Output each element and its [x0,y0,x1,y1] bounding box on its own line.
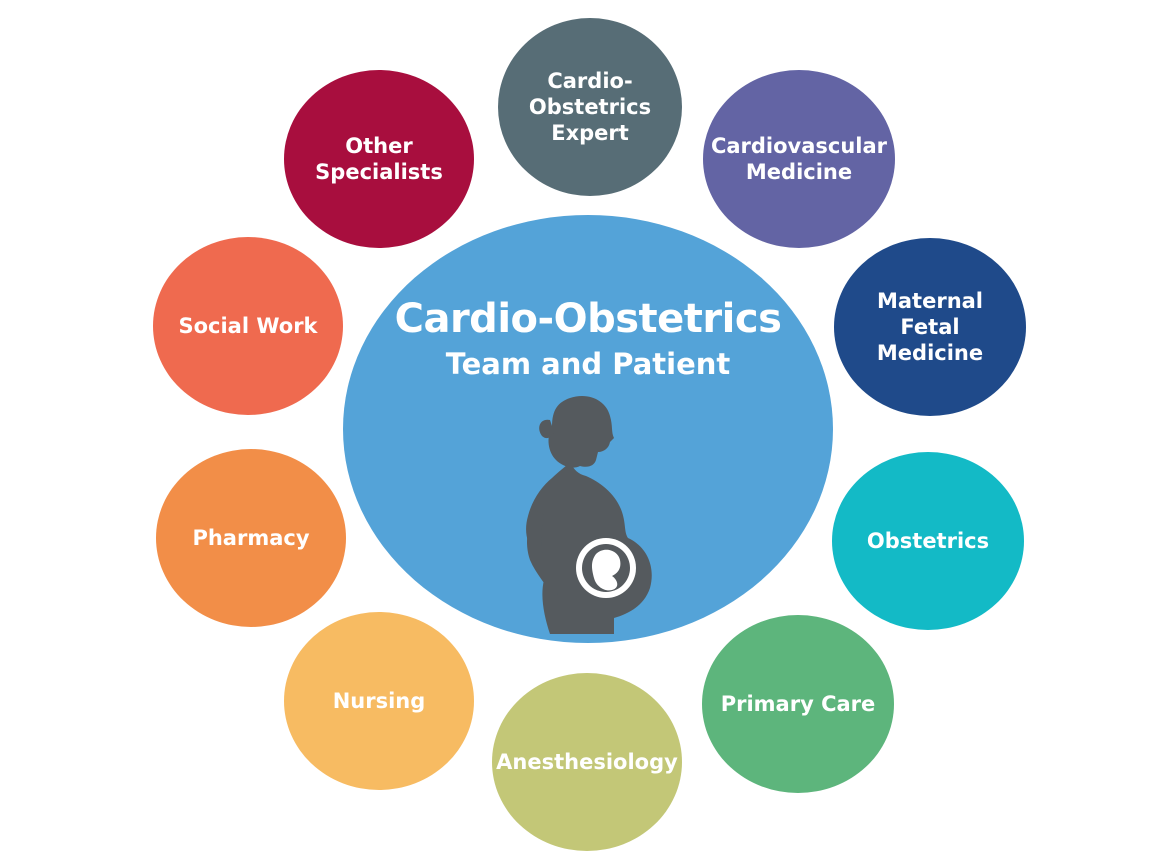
node-cardiovascular-medicine: Cardiovascular Medicine [703,70,895,248]
center-subtitle: Team and Patient [445,347,731,381]
center-title: Cardio-Obstetrics [394,296,782,342]
node-primary-care: Primary Care [702,615,894,793]
pregnant-woman-silhouette-icon [526,396,652,634]
node-anesthesiology: Anesthesiology [492,673,682,851]
node-obstetrics: Obstetrics [832,452,1024,630]
node-cardio-obstetrics-expert: Cardio- Obstetrics Expert [498,18,682,196]
node-nursing: Nursing [284,612,474,790]
node-pharmacy: Pharmacy [156,449,346,627]
node-other-specialists: Other Specialists [284,70,474,248]
node-maternal-fetal-medicine: Maternal Fetal Medicine [834,238,1026,416]
node-social-work: Social Work [153,237,343,415]
